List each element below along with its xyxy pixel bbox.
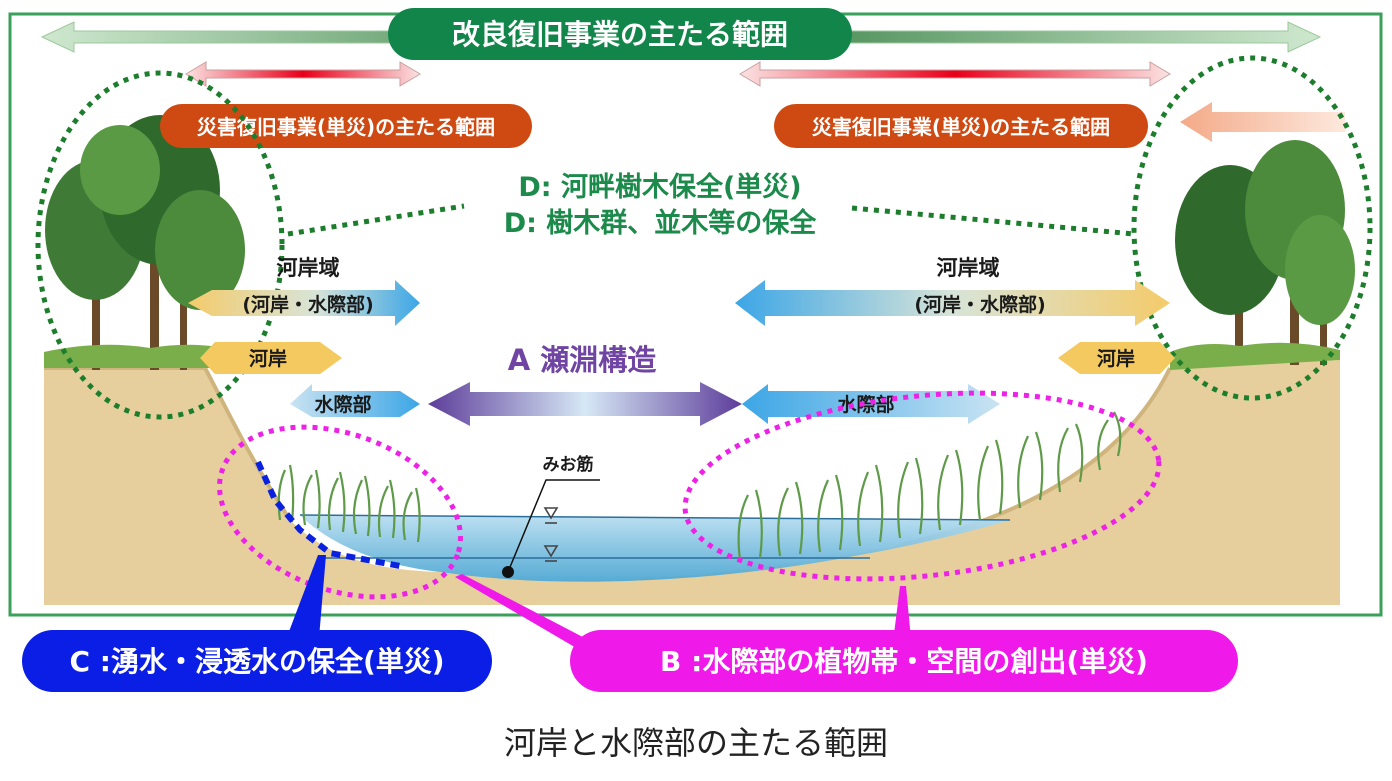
mio-point — [502, 566, 514, 578]
a-structure-arrow — [428, 382, 742, 426]
a-structure-label: A 瀬淵構造 — [508, 343, 657, 377]
bank-zone-arrow-left — [188, 280, 420, 326]
bank-zone-right-sub: (河岸・水際部) — [914, 293, 1045, 316]
d-label-line2: D: 樹木群、並木等の保全 — [504, 207, 818, 239]
reeds-right — [737, 411, 1122, 561]
disaster-scope-arrow-right — [739, 61, 1171, 87]
bank-zone-arrow-right — [735, 280, 1170, 326]
bank-arrow-right — [1058, 342, 1175, 374]
trees-right — [1170, 140, 1355, 370]
tree-circle-left — [35, 70, 285, 420]
tree-circle-right — [1131, 55, 1373, 401]
disaster-scope-arrow-left — [185, 61, 421, 87]
bank-arrow-left — [200, 342, 342, 374]
bank-zone-left-sub: (河岸・水際部) — [242, 293, 373, 316]
reeds-left — [277, 464, 421, 543]
d-connector-right — [851, 205, 1135, 237]
b-label: B :水際部の植物帯・空間の創出(単災) — [660, 645, 1148, 678]
peach-arrow-right — [1180, 102, 1345, 142]
bank-right-label: 河岸 — [1097, 348, 1135, 370]
bank-left-label: 河岸 — [249, 348, 287, 370]
water-level-marks — [543, 507, 559, 562]
b-zone-left — [217, 424, 463, 600]
diagram-caption: 河岸と水際部の主たる範囲 — [503, 724, 888, 762]
bank-zone-left-title: 河岸域 — [277, 256, 340, 280]
waterside-left-label: 水際部 — [314, 393, 371, 416]
waterside-right-label: 水際部 — [837, 393, 894, 416]
high-water-line — [299, 514, 1011, 521]
main-scope-label: 改良復旧事業の主たる範囲 — [452, 18, 788, 51]
c-pointer — [282, 555, 326, 650]
c-seep-line — [255, 460, 401, 569]
d-connector-left — [287, 203, 465, 237]
c-pill — [22, 630, 492, 692]
b-zone-right — [682, 390, 1162, 582]
main-scope-pill — [388, 8, 852, 60]
mio-label: みお筋 — [543, 454, 594, 475]
mio-leader — [507, 479, 600, 573]
tree-preservation-marks — [35, 55, 1373, 420]
riverbank-soil — [44, 360, 1340, 605]
waterside-arrow-right — [742, 384, 1000, 424]
waterside-arrow-left — [290, 384, 420, 417]
b-zone-marks — [217, 390, 1162, 600]
d-label-line1: D: 河畔樹木保全(単災) — [518, 171, 801, 203]
disaster-scope-pill-right — [774, 104, 1148, 148]
trees-left — [44, 115, 245, 370]
river-water — [300, 515, 1010, 582]
disaster-scope-label-right: 災害復旧事業(単災)の主たる範囲 — [812, 115, 1110, 139]
bank-zone-right-title: 河岸域 — [937, 256, 1000, 280]
b-pill — [570, 630, 1238, 692]
c-label: C :湧水・浸透水の保全(単災) — [69, 645, 444, 678]
b-pointer-left — [455, 574, 600, 656]
